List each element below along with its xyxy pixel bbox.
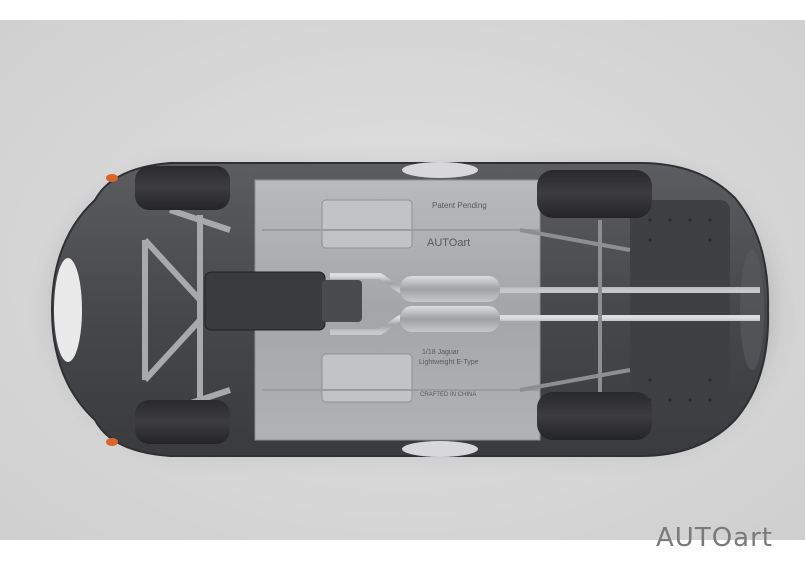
rear-roundel [740,250,764,370]
rear-left-wheel [537,170,652,218]
silencer-2 [400,306,500,332]
autoart-logo: AUTOart [656,523,773,553]
exhaust-system [330,273,760,335]
silencer-1 [400,276,500,302]
model-line-2: Lightweight E-Type [419,359,479,366]
patent-text: Patent Pending [432,201,487,210]
engine-block [204,271,326,331]
front-left-wheel [135,166,230,210]
side-roundel [402,162,478,178]
nose-roundel [54,258,82,362]
model-line-1: 1/18 Jaguar [422,349,460,356]
gearbox [322,280,362,322]
front-light-right [106,438,118,446]
front-light-left [106,174,118,182]
chassis-stamp-logo: AUTOart [427,237,470,249]
side-roundel [402,441,478,457]
floor-recess-bottom [321,353,413,403]
front-right-wheel [135,400,230,444]
rear-right-wheel [537,392,652,440]
rear-suspension [519,220,631,400]
floor-recess-top [321,199,413,249]
rear-floor-panel [630,200,730,420]
origin-text: CRAFTED IN CHINA [420,392,476,398]
floor-ribs [262,229,540,391]
rivet-pattern [648,218,712,402]
